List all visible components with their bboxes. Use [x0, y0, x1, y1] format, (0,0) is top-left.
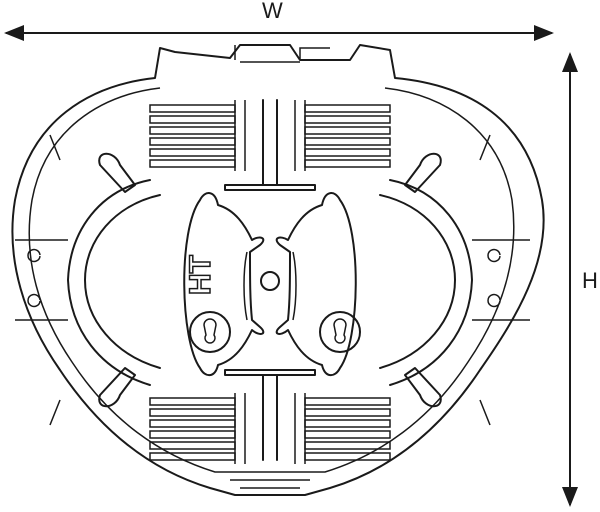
splice-slot [149, 159, 236, 168]
splice-slot [304, 408, 391, 417]
splice-slot [149, 104, 236, 113]
splice-slot [304, 430, 391, 439]
splice-slot [149, 408, 236, 417]
svg-text:HT: HT [184, 255, 217, 295]
splice-slot [149, 148, 236, 157]
ht-logo: HT [183, 254, 218, 296]
width-label: W [262, 0, 283, 23]
splice-slot [149, 441, 236, 450]
splice-holder-top [149, 100, 391, 171]
splice-slot [304, 159, 391, 168]
splice-slot [304, 115, 391, 124]
inner-routing-rings [15, 179, 530, 386]
keyhole-mount-right [319, 311, 361, 353]
splice-slot [304, 397, 391, 406]
splice-slot [304, 104, 391, 113]
splice-slot [149, 115, 236, 124]
center-hole [260, 271, 280, 291]
splice-slot [304, 441, 391, 450]
splice-slot [149, 126, 236, 135]
splice-slot [304, 137, 391, 146]
height-label: H [582, 268, 598, 293]
splice-slot [304, 126, 391, 135]
splice-slot [149, 430, 236, 439]
splice-slot [304, 452, 391, 461]
splice-slot [304, 419, 391, 428]
tray-body [11, 44, 545, 496]
center-spine [224, 99, 316, 461]
splice-slot [149, 397, 236, 406]
splice-slot [149, 419, 236, 428]
central-hub: HT [183, 192, 361, 377]
splice-slot [149, 452, 236, 461]
splice-slot [304, 148, 391, 157]
keyhole-mount-left [189, 311, 231, 353]
splice-holder-bottom [149, 393, 391, 464]
fiber-retaining-fingers [49, 134, 491, 426]
splice-slot [149, 137, 236, 146]
